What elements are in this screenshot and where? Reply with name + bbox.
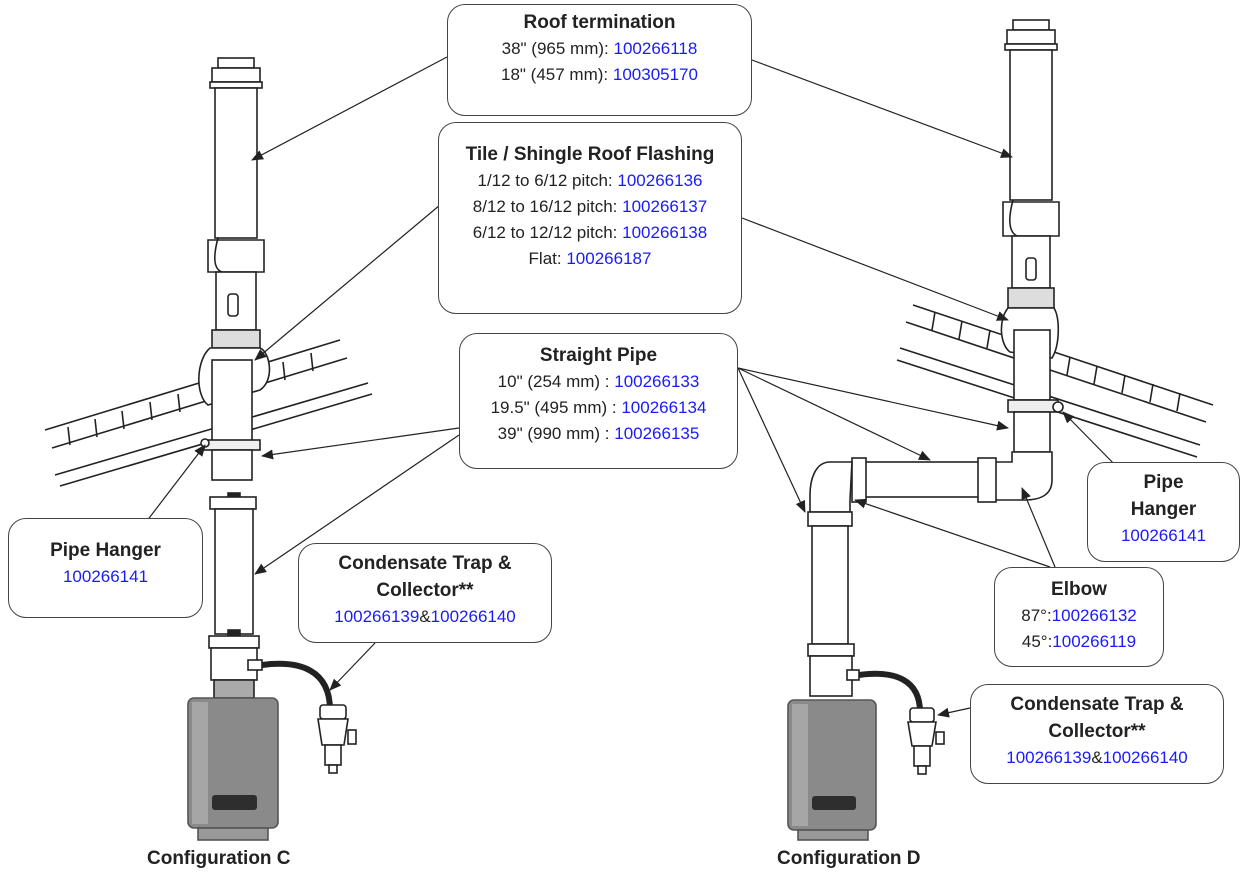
arrow-pipe-d-3 <box>737 367 1009 431</box>
straight-pipe-c-lower <box>214 508 254 635</box>
condensate-hose-c <box>261 660 333 711</box>
pipe-hanger-c-band <box>203 439 261 451</box>
arrow-roof-term-c <box>251 56 448 161</box>
elbow-title: Elbow <box>1051 579 1107 600</box>
callout-roof-flashing: Tile / Shingle Roof Flashing 1/12 to 6/1… <box>438 122 742 314</box>
straight-pipe-d-vertical <box>811 525 849 645</box>
pipe-hanger-d-code[interactable]: 100266141 <box>1120 526 1207 545</box>
elbow-row-1: 87°:100266132 <box>1021 606 1137 625</box>
condensate-d-title-2: Collector** <box>1048 721 1146 742</box>
arrow-elbow-d-upper <box>1021 487 1056 568</box>
callout-condensate-d: Condensate Trap & Collector** 100266139&… <box>970 684 1224 784</box>
straight-pipe-row-2: 19.5" (495 mm) : 100266134 <box>490 398 707 417</box>
pipe-hanger-d-title-1: Pipe <box>1143 472 1184 493</box>
pipe-hanger-d-band <box>1007 399 1059 413</box>
config-c-assembly <box>44 57 373 841</box>
straight-pipe-row-1: 10" (254 mm) : 100266133 <box>497 372 700 391</box>
callout-straight-pipe: Straight Pipe 10" (254 mm) : 100266133 1… <box>459 333 738 469</box>
caption-configuration-c: Configuration C <box>147 848 291 869</box>
straight-pipe-d-horizontal <box>862 461 986 498</box>
arrow-pipe-d-1 <box>737 367 806 513</box>
straight-pipe-c-upper <box>211 359 253 451</box>
condensate-c-title-2: Collector** <box>376 580 474 601</box>
straight-pipe-row-3: 39" (990 mm) : 100266135 <box>497 424 700 443</box>
arrow-flashing-c <box>254 204 441 361</box>
config-d-assembly <box>787 19 1214 841</box>
roof-termination-title: Roof termination <box>523 12 676 33</box>
callout-pipe-hanger-d: Pipe Hanger 100266141 <box>1087 462 1240 562</box>
condensate-collector-c <box>317 704 357 774</box>
roof-termination-row-1: 38" (965 mm): 100266118 <box>501 39 698 58</box>
condensate-hose-d <box>858 670 923 713</box>
caption-configuration-d: Configuration D <box>777 848 921 869</box>
roof-flashing-row-4: Flat: 100266187 <box>528 249 652 268</box>
condensate-c-codes: 100266139&100266140 <box>334 607 516 626</box>
straight-pipe-title: Straight Pipe <box>539 345 658 366</box>
condensate-c-title-1: Condensate Trap & <box>338 553 512 574</box>
leader-arrows <box>129 56 1121 718</box>
arrow-condensate-c <box>329 642 376 691</box>
condensate-d-codes: 100266139&100266140 <box>1006 748 1188 767</box>
elbow-d-lower <box>809 461 853 513</box>
elbow-row-2: 45°:100266119 <box>1021 632 1137 651</box>
callout-pipe-hanger-c: Pipe Hanger 100266141 <box>8 518 203 618</box>
pipe-hanger-d-title-2: Hanger <box>1130 499 1197 520</box>
arrow-condensate-d <box>937 707 971 718</box>
water-heater-c <box>187 697 279 841</box>
arrow-flashing-d <box>741 217 1009 321</box>
arrow-pipe-d-2 <box>737 367 931 461</box>
arrow-roof-term-d <box>751 59 1013 158</box>
arrow-hanger-d <box>1062 411 1121 471</box>
roof-flashing-title: Tile / Shingle Roof Flashing <box>465 144 715 165</box>
roof-termination-d <box>1002 19 1060 309</box>
callout-condensate-c: Condensate Trap & Collector** 100266139&… <box>298 543 552 643</box>
straight-pipe-d-upper <box>1013 329 1051 401</box>
roof-flashing-row-1: 1/12 to 6/12 pitch: 100266136 <box>477 171 703 190</box>
pipe-hanger-c-code[interactable]: 100266141 <box>62 567 149 586</box>
arrow-pipe-c-lower <box>254 434 460 575</box>
roof-termination-row-2: 18" (457 mm): 100305170 <box>501 65 698 84</box>
arrow-elbow-d-lower <box>854 498 1051 568</box>
condensate-collector-d <box>907 707 945 775</box>
roof-termination-c <box>207 57 265 349</box>
condensate-d-title-1: Condensate Trap & <box>1010 694 1184 715</box>
roof-flashing-row-3: 6/12 to 12/12 pitch: 100266138 <box>472 223 708 242</box>
arrow-pipe-c-upper <box>261 427 460 460</box>
callout-roof-termination: Roof termination 38" (965 mm): 100266118… <box>447 4 752 116</box>
pipe-hanger-c-title: Pipe Hanger <box>50 540 161 561</box>
water-heater-d <box>787 699 877 841</box>
roof-flashing-row-2: 8/12 to 16/12 pitch: 100266137 <box>472 197 708 216</box>
callout-elbow: Elbow 87°:100266132 45°:100266119 <box>994 567 1164 667</box>
